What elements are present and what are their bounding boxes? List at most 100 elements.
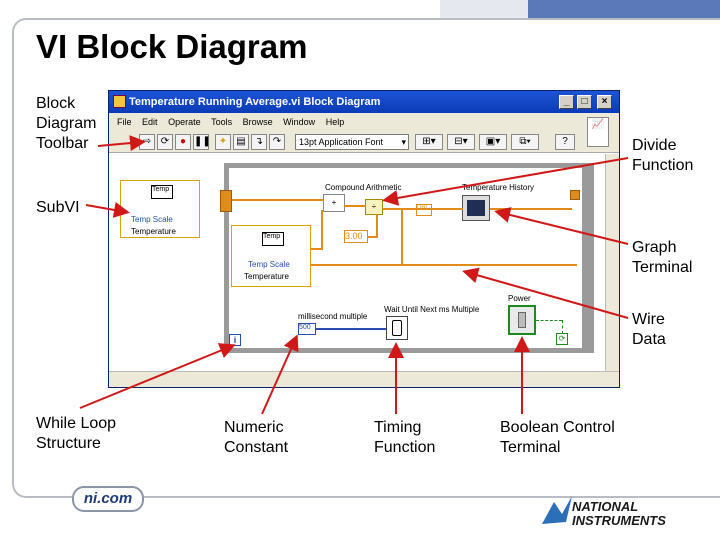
minimize-button[interactable]: _ xyxy=(559,95,574,109)
wire-orange-2 xyxy=(344,205,366,207)
metronome-icon xyxy=(392,320,402,336)
highlight-execution-icon[interactable]: ✦ xyxy=(215,134,231,150)
wire-orange-10 xyxy=(321,210,323,250)
maximize-button[interactable]: □ xyxy=(577,95,592,109)
wire-orange-4 xyxy=(376,214,378,238)
reorder-icon[interactable]: ⧉▾ xyxy=(511,134,539,150)
vertical-scrollbar[interactable] xyxy=(605,154,619,372)
menu-operate[interactable]: Operate xyxy=(168,117,201,127)
divide-function[interactable]: ÷ xyxy=(365,199,383,215)
align-objects-icon[interactable]: ⊞▾ xyxy=(415,134,443,150)
vi-icon xyxy=(113,95,126,108)
wire-green-2 xyxy=(562,320,563,334)
wire-orange-9 xyxy=(311,248,323,250)
menu-bar: File Edit Operate Tools Browse Window He… xyxy=(109,113,619,131)
graph-terminal[interactable] xyxy=(462,195,490,221)
toggle-icon xyxy=(518,312,526,328)
menu-edit[interactable]: Edit xyxy=(142,117,158,127)
temperature-history-label: Temperature History xyxy=(462,183,535,192)
wire-green-1 xyxy=(536,320,562,321)
font-select[interactable]: 13pt Application Font ▾ xyxy=(295,134,409,150)
numeric-constant[interactable]: 3.00 xyxy=(344,230,368,243)
resize-objects-icon[interactable]: ▣▾ xyxy=(479,134,507,150)
subvi-temp-label: Temp xyxy=(152,186,170,193)
shift-register-left[interactable] xyxy=(220,190,232,212)
arrow-while-loop xyxy=(79,343,236,409)
help-icon[interactable]: ? xyxy=(555,134,575,150)
arrow-wire xyxy=(462,267,629,319)
wire-orange-6 xyxy=(311,264,577,266)
millisecond-value: 500 xyxy=(299,324,311,331)
subvi-temp-scale: Temp Scale xyxy=(131,215,173,224)
temp-node[interactable]: Temp Temp Scale Temperature xyxy=(231,225,311,287)
subvi-temperature: Temperature xyxy=(131,227,176,236)
menu-help[interactable]: Help xyxy=(325,117,345,127)
compound-arithmetic-label: Compound Arithmetic xyxy=(325,183,402,192)
menu-window[interactable]: Window xyxy=(283,117,316,127)
ni-logo-text: NATIONAL INSTRUMENTS xyxy=(572,500,666,528)
distribute-objects-icon[interactable]: ⊟▾ xyxy=(447,134,475,150)
wire-orange-3 xyxy=(383,208,463,210)
pause-icon[interactable]: ❚❚ xyxy=(193,134,211,150)
header-accent-bar xyxy=(528,0,720,18)
callout-boolean-control-terminal: Boolean Control Terminal xyxy=(500,419,615,456)
millisecond-multiple-label: millisecond multiple xyxy=(298,312,368,321)
temp-node-temperature: Temperature xyxy=(244,272,289,281)
divide-sign: ÷ xyxy=(371,202,377,211)
subvi-icon: Temp xyxy=(151,185,173,199)
arrow-numeric-constant xyxy=(261,334,299,415)
callout-divide-function: Divide Function xyxy=(632,137,694,174)
abort-icon[interactable]: ● xyxy=(175,134,191,150)
callout-timing-function: Timing Function xyxy=(374,419,436,456)
power-label: Power xyxy=(508,294,531,303)
window-titlebar: Temperature Running Average.vi Block Dia… xyxy=(109,91,619,113)
arrow-toolbar xyxy=(97,135,146,152)
wire-blue-1 xyxy=(316,328,386,330)
font-select-value: 13pt Application Font xyxy=(299,137,384,147)
wire-orange-1 xyxy=(232,199,324,201)
page-title: VI Block Diagram xyxy=(36,28,308,65)
step-over-icon[interactable]: ↷ xyxy=(269,134,285,150)
temp-node-scale: Temp Scale xyxy=(248,260,290,269)
logo-line-2: INSTRUMENTS xyxy=(572,513,666,528)
menu-file[interactable]: File xyxy=(117,117,132,127)
retain-wire-values-icon[interactable]: ▤ xyxy=(233,134,249,150)
plus-sign: + xyxy=(331,198,337,207)
temp-node-label: Temp xyxy=(263,233,281,240)
chevron-down-icon: ▾ xyxy=(401,137,406,147)
callout-graph-terminal: Graph Terminal xyxy=(632,239,693,276)
callout-while-loop-structure: While Loop Structure xyxy=(36,415,117,452)
vi-connector-icon[interactable]: 📈 xyxy=(587,117,609,147)
logo-line-1: NATIONAL xyxy=(572,499,639,514)
shift-register-right[interactable] xyxy=(570,190,580,200)
loop-condition-terminal[interactable]: ⟳ xyxy=(556,333,568,345)
callout-numeric-constant: Numeric Constant xyxy=(224,419,289,456)
window-title: Temperature Running Average.vi Block Dia… xyxy=(129,96,381,108)
wire-orange-7 xyxy=(401,210,403,266)
header-accent-light xyxy=(440,0,528,18)
temp-node-icon: Temp xyxy=(262,232,284,246)
numeric-constant-value: 3.00 xyxy=(345,231,363,241)
arrow-divide xyxy=(382,157,629,206)
wire-orange-5 xyxy=(368,236,378,238)
run-continuously-icon[interactable]: ⟳ xyxy=(157,134,173,150)
menu-tools[interactable]: Tools xyxy=(211,117,233,127)
compound-arithmetic-node[interactable]: + xyxy=(323,194,345,212)
callout-subvi: SubVI xyxy=(36,199,80,216)
arrow-graph xyxy=(494,207,629,245)
millisecond-constant[interactable]: 500 xyxy=(298,323,316,335)
graph-icon xyxy=(467,200,485,216)
step-into-icon[interactable]: ↴ xyxy=(251,134,267,150)
menu-browse[interactable]: Browse xyxy=(242,117,273,127)
callout-block-diagram-toolbar: Block Diagram Toolbar xyxy=(36,95,97,152)
ni-eagle-logo-icon xyxy=(542,496,572,524)
close-button[interactable]: × xyxy=(597,95,612,109)
boolean-control-terminal[interactable] xyxy=(508,305,536,335)
block-diagram-toolbar: ⇨ ⟳ ● ❚❚ ✦ ▤ ↴ ↷ 13pt Application Font ▾… xyxy=(109,117,619,153)
iteration-label: i xyxy=(233,335,237,345)
callout-wire-data: Wire Data xyxy=(632,311,666,348)
ni-com-link[interactable]: ni.com xyxy=(72,486,144,512)
timing-function[interactable] xyxy=(386,316,408,340)
horizontal-scrollbar[interactable] xyxy=(109,371,619,387)
